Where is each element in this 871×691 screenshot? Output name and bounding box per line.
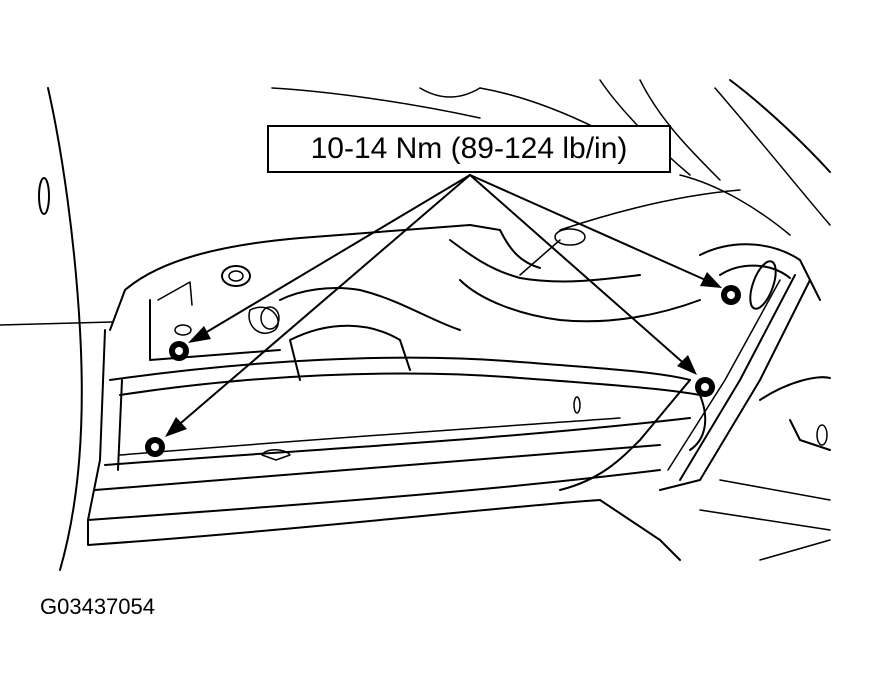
- nut-icon: [145, 437, 165, 457]
- nut-icon: [169, 341, 189, 361]
- upper-body-contours: [271, 79, 831, 236]
- leader-arrows: [165, 174, 722, 437]
- upper-bracket: [449, 224, 701, 323]
- right-pillar: [559, 243, 831, 561]
- figure-id-label: G03437054: [40, 594, 155, 619]
- nut-icon: [695, 377, 715, 397]
- left-body-panel: [0, 87, 113, 571]
- rail-assembly: [87, 224, 701, 546]
- torque-callout: 10-14 Nm (89-124 lb/in): [267, 125, 671, 173]
- fastener-nuts: [145, 285, 741, 457]
- nut-icon: [721, 285, 741, 305]
